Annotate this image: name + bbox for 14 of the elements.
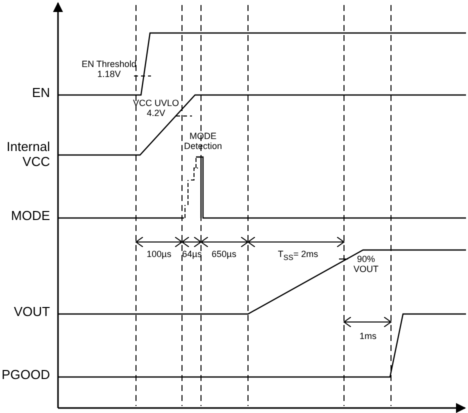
- duration-label: 100µs: [146, 249, 172, 259]
- signal-label: VOUT: [14, 304, 50, 319]
- signal-label: Internal VCC: [6, 139, 50, 169]
- duration-label: T$_{SS}$= 2ms: [278, 249, 318, 259]
- signal-label: EN: [32, 85, 50, 100]
- signal-label: MODE: [11, 208, 50, 223]
- signal-label: PGOOD: [2, 367, 50, 382]
- threshold-label: 90% VOUT: [353, 254, 378, 274]
- annotation-label: MODE Detection: [184, 131, 222, 152]
- duration-label: 64µs: [182, 249, 202, 259]
- threshold-label: EN Threshold 1.18V: [82, 59, 136, 80]
- threshold-label: VCC UVLO 4.2V: [132, 98, 179, 118]
- duration-label: 650µs: [212, 249, 236, 259]
- duration-label: 1ms: [359, 331, 376, 341]
